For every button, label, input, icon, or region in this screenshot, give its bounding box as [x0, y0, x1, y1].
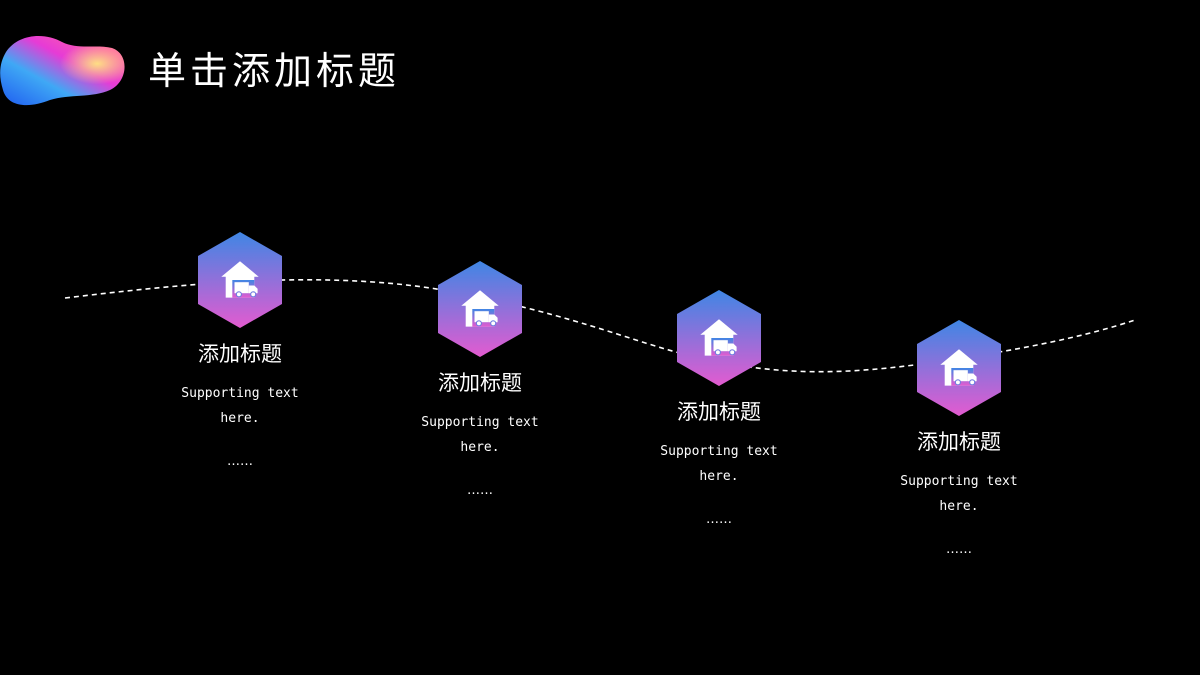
- hexagon-badge: [917, 320, 1001, 416]
- step-ellipsis: ……: [467, 483, 493, 498]
- step-ellipsis: ……: [227, 454, 253, 469]
- step-title[interactable]: 添加标题: [917, 430, 1001, 454]
- step-text-line-2: here.: [220, 411, 260, 426]
- step-text-line-2: here.: [460, 440, 500, 455]
- step-ellipsis: ……: [946, 542, 972, 557]
- step-text-line-1: Supporting text: [900, 474, 1018, 489]
- step-text-line-2: here.: [699, 469, 739, 484]
- gradient-blob-logo: [0, 36, 125, 106]
- step-title[interactable]: 添加标题: [677, 400, 761, 424]
- hexagon-badge: [677, 290, 761, 386]
- step-title[interactable]: 添加标题: [438, 371, 522, 395]
- step-text-line-2: here.: [939, 499, 979, 514]
- step-supporting-text[interactable]: Supporting text here.: [400, 410, 560, 460]
- hexagon-badge: [438, 261, 522, 357]
- step-text-line-1: Supporting text: [660, 444, 778, 459]
- step-title[interactable]: 添加标题: [198, 342, 282, 366]
- step-ellipsis: ……: [706, 512, 732, 527]
- step-text-line-1: Supporting text: [181, 386, 299, 401]
- step-supporting-text[interactable]: Supporting text here.: [639, 439, 799, 489]
- hexagon-badge: [198, 232, 282, 328]
- page-title[interactable]: 单击添加标题: [148, 49, 401, 93]
- step-supporting-text[interactable]: Supporting text here.: [160, 381, 320, 431]
- step-supporting-text[interactable]: Supporting text here.: [879, 469, 1039, 519]
- step-text-line-1: Supporting text: [421, 415, 539, 430]
